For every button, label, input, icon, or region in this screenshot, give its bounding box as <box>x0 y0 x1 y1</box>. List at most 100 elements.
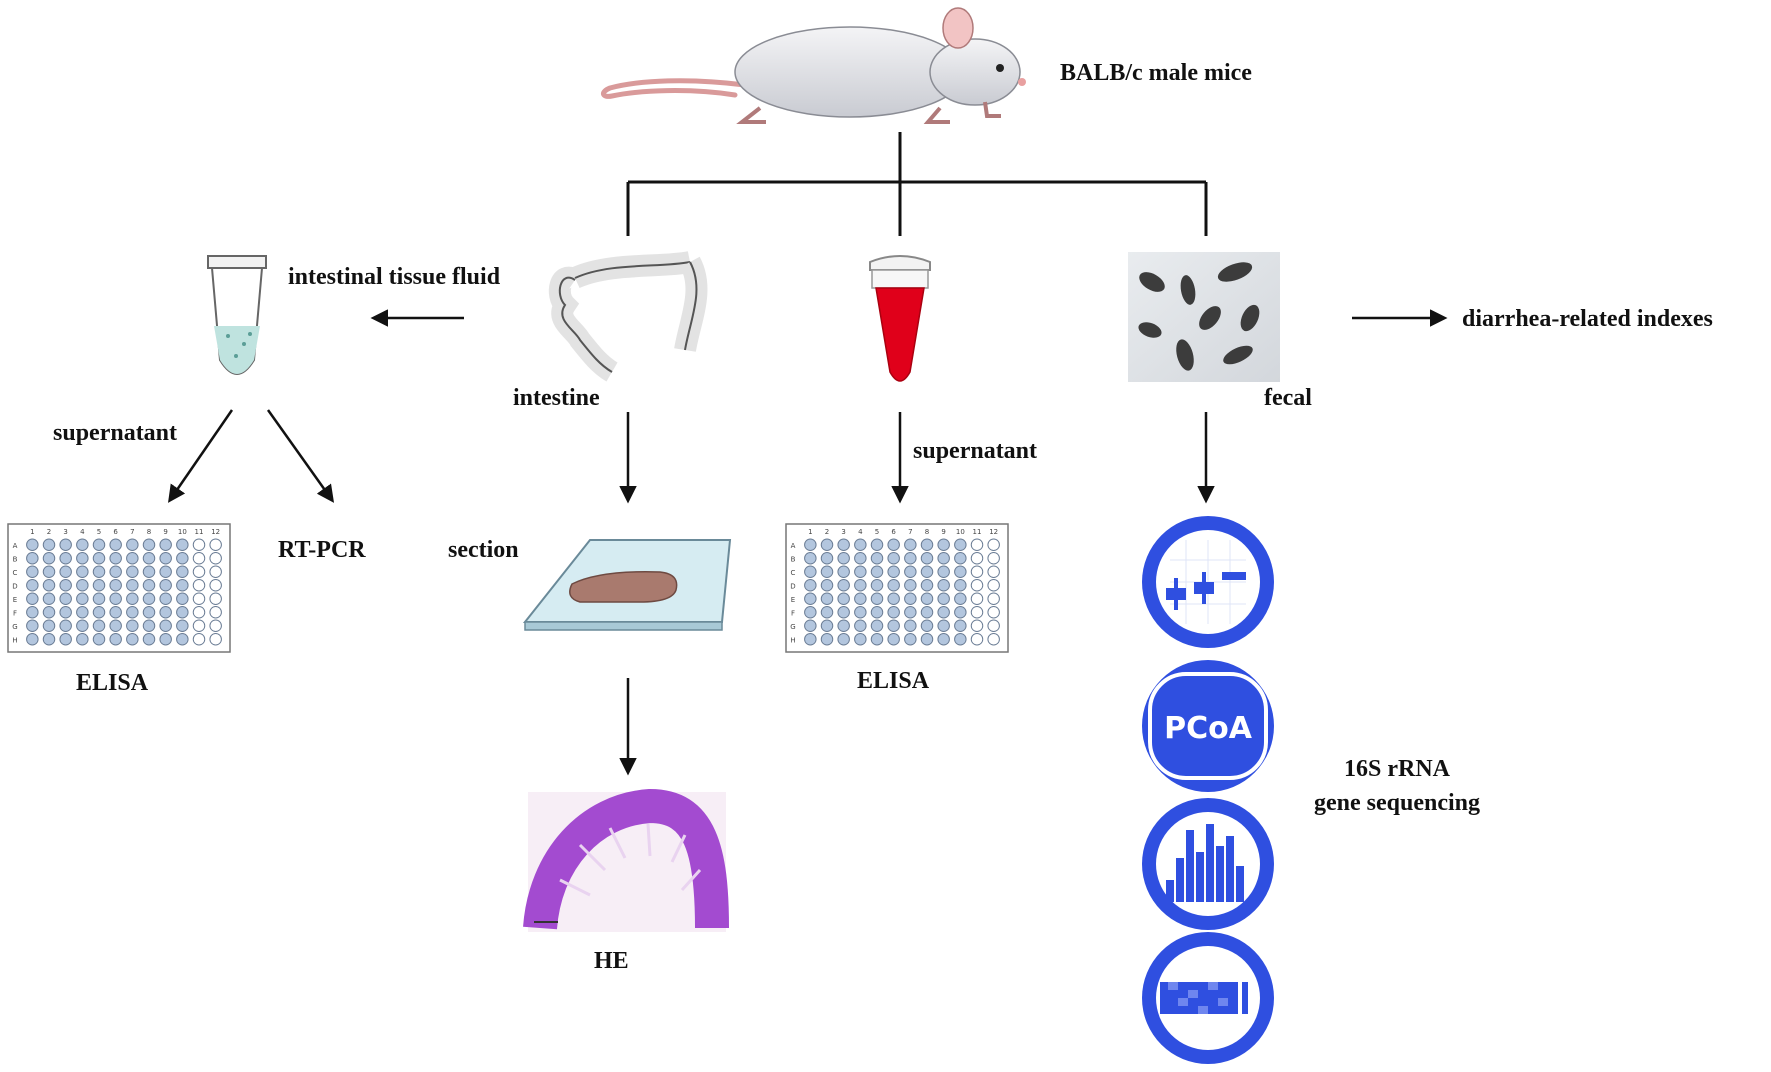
plate-well <box>76 619 89 632</box>
fecal-photo <box>1128 252 1280 382</box>
plate-well <box>804 633 817 646</box>
plate-well <box>142 538 156 551</box>
plate-well <box>970 552 984 565</box>
plate-well <box>870 592 884 605</box>
plate-row-label: H <box>12 636 17 644</box>
plate-well <box>954 565 967 578</box>
plate-well <box>820 592 834 605</box>
plate-well <box>920 565 934 578</box>
plate-well <box>109 538 122 551</box>
plate-well <box>42 579 56 592</box>
plate-well <box>92 606 106 619</box>
plate-well <box>176 592 189 605</box>
tissue-slide-icon <box>522 539 732 631</box>
plate-well <box>109 565 122 578</box>
plate-well <box>159 565 172 578</box>
pcoa-icon: PCoA <box>1142 660 1274 792</box>
plate-col-label: 10 <box>178 528 187 536</box>
plate-col-label: 11 <box>973 528 982 536</box>
plate-well <box>920 552 934 565</box>
plate-well <box>870 538 884 551</box>
plate-col-label: 9 <box>163 528 167 536</box>
plate-well <box>920 538 934 551</box>
plate-well <box>870 579 884 592</box>
plate-well <box>904 592 917 605</box>
plate-col-label: 11 <box>195 528 204 536</box>
plate-well <box>870 619 884 632</box>
plate-well <box>837 579 850 592</box>
plate-well <box>937 619 950 632</box>
plate-well <box>987 579 1000 592</box>
plate-row-label: F <box>791 609 795 617</box>
plate-col-label: 5 <box>875 528 879 536</box>
plate-well <box>159 579 172 592</box>
plate-col-label: 3 <box>63 528 67 536</box>
plate-well <box>887 538 900 551</box>
plate-well <box>987 619 1000 632</box>
plate-col-label: 6 <box>891 528 896 536</box>
arrow-to-rtpcr <box>266 409 335 503</box>
plate-well <box>59 565 72 578</box>
plate-row-label: G <box>12 623 17 631</box>
plate-well <box>820 579 834 592</box>
plate-well <box>804 606 817 619</box>
plate-well <box>26 592 39 605</box>
plate-row-label: E <box>791 596 795 604</box>
plate-well <box>937 579 950 592</box>
plate-col-label: 2 <box>825 528 829 536</box>
plate-col-label: 4 <box>858 528 863 536</box>
plate-well <box>26 579 39 592</box>
plate-well <box>109 552 122 565</box>
plate-well <box>59 633 72 646</box>
plate-well <box>887 565 900 578</box>
plate-well <box>904 538 917 551</box>
plate-well <box>42 538 56 551</box>
pcoa-text: PCoA <box>1164 711 1253 746</box>
plate-well <box>954 606 967 619</box>
plate-row-label: D <box>790 582 795 590</box>
plate-row-label: G <box>790 623 795 631</box>
plate-well <box>159 633 172 646</box>
plate-well <box>887 606 900 619</box>
plate-well <box>920 592 934 605</box>
plate-col-label: 12 <box>211 528 220 536</box>
plate-well <box>854 592 867 605</box>
plate-col-label: 1 <box>808 528 812 536</box>
plate-well <box>142 592 156 605</box>
plate-well <box>854 565 867 578</box>
plate-col-label: 1 <box>30 528 34 536</box>
plate-well <box>209 552 222 565</box>
plate-well <box>954 592 967 605</box>
plate-well <box>59 592 72 605</box>
plate-well <box>954 538 967 551</box>
he-micrograph <box>523 788 729 932</box>
plate-well <box>820 565 834 578</box>
plate-well <box>987 633 1000 646</box>
plate-well <box>26 619 39 632</box>
plate-well <box>192 538 206 551</box>
plate-well <box>804 619 817 632</box>
plate-well <box>59 538 72 551</box>
plate-col-label: 7 <box>130 528 134 536</box>
plate-well <box>804 592 817 605</box>
plate-well <box>954 619 967 632</box>
plate-well <box>76 579 89 592</box>
plate-well <box>804 552 817 565</box>
elisa-left-label: ELISA <box>76 670 149 696</box>
plate-well <box>126 592 139 605</box>
plate-well <box>159 552 172 565</box>
plate-well <box>870 565 884 578</box>
plate-well <box>937 538 950 551</box>
plate-well <box>59 619 72 632</box>
plate-well <box>159 606 172 619</box>
plate-well <box>904 565 917 578</box>
plate-row-label: A <box>791 542 796 550</box>
plate-well <box>820 619 834 632</box>
plate-well <box>76 606 89 619</box>
plate-well <box>76 633 89 646</box>
plate-well <box>42 552 56 565</box>
plate-well <box>92 579 106 592</box>
tree-connector <box>626 132 1208 236</box>
plate-well <box>192 592 206 605</box>
plate-well <box>59 606 72 619</box>
